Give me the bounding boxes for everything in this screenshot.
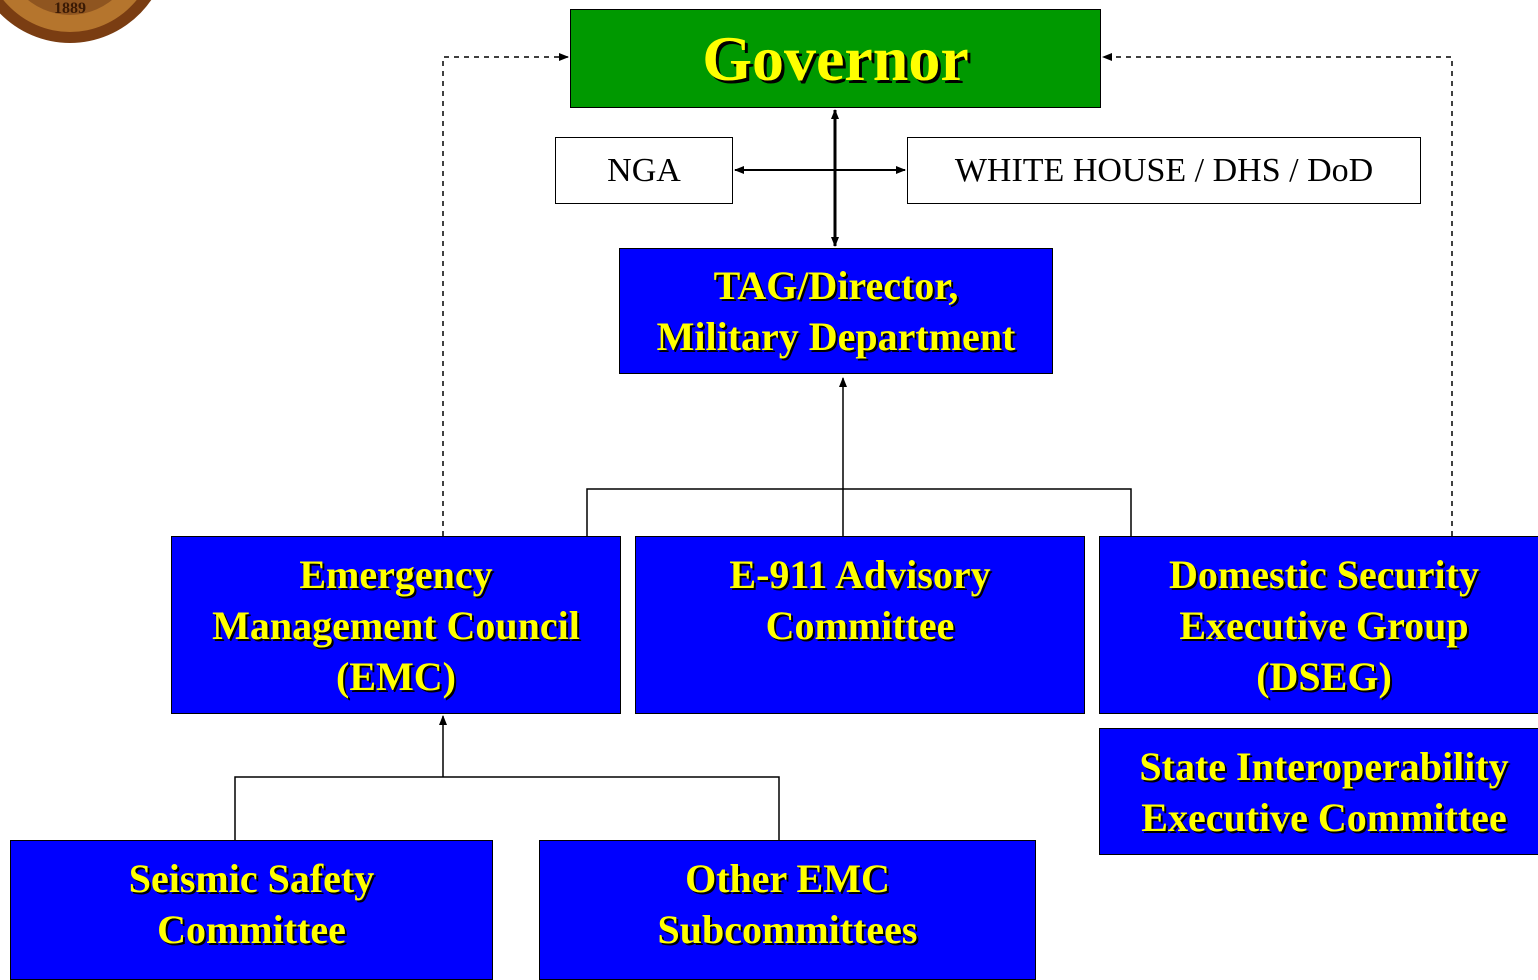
governor-box: Governor (570, 9, 1101, 108)
dseg-label: Domestic Security Executive Group (DSEG) (1169, 552, 1479, 699)
dseg-box: Domestic Security Executive Group (DSEG) (1099, 536, 1538, 714)
emc-label: Emergency Management Council (EMC) (212, 552, 580, 699)
e911-box: E-911 Advisory Committee (635, 536, 1085, 714)
emc-box: Emergency Management Council (EMC) (171, 536, 621, 714)
state-interop-box: State Interoperability Executive Committ… (1099, 728, 1538, 855)
other-emc-box: Other EMC Subcommittees (539, 840, 1036, 980)
state-seal-logo: 1889 (0, 0, 152, 43)
tag-label: TAG/Director, Military Department (656, 263, 1016, 359)
whitehouse-box: WHITE HOUSE / DHS / DoD (907, 137, 1421, 204)
state-interop-label: State Interoperability Executive Committ… (1139, 743, 1509, 840)
governor-label: Governor (702, 22, 969, 94)
dashed-line-emc-governor (442, 53, 569, 536)
bracket-subcommittees-emc (234, 776, 780, 840)
seal-year: 1889 (54, 0, 86, 17)
seismic-label: Seismic Safety Committee (128, 856, 375, 952)
other-emc-label: Other EMC Subcommittees (657, 856, 918, 952)
nga-label: NGA (607, 151, 681, 189)
nga-box: NGA (555, 137, 733, 204)
tag-box: TAG/Director, Military Department (619, 248, 1053, 374)
dashed-line-dseg-governor (1102, 53, 1453, 536)
whitehouse-label: WHITE HOUSE / DHS / DoD (954, 151, 1374, 189)
e911-label: E-911 Advisory Committee (729, 552, 991, 648)
bracket-committees-tag (586, 488, 1132, 536)
seismic-box: Seismic Safety Committee (10, 840, 493, 980)
